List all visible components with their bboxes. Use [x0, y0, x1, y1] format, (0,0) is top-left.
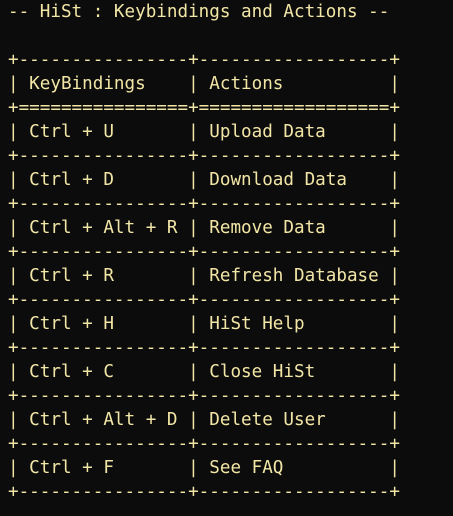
table-row-separator: +----------------+------------------+ [8, 146, 400, 166]
table-row-help: | Ctrl + H | HiSt Help | [8, 314, 400, 334]
table-row-separator: +----------------+------------------+ [8, 434, 400, 454]
table-row-refresh: | Ctrl + R | Refresh Database | [8, 266, 400, 286]
table-row-separator: +----------------+------------------+ [8, 194, 400, 214]
table-row-faq: | Ctrl + F | See FAQ | [8, 458, 400, 478]
table-row-separator: +----------------+------------------+ [8, 242, 400, 262]
table-row-download: | Ctrl + D | Download Data | [8, 170, 400, 190]
table-row-upload: | Ctrl + U | Upload Data | [8, 122, 400, 142]
table-border-top: +----------------+------------------+ [8, 50, 400, 70]
table-row-separator: +----------------+------------------+ [8, 338, 400, 358]
table-row-close: | Ctrl + C | Close HiSt | [8, 362, 400, 382]
blank-line [8, 24, 400, 48]
terminal-output: -- HiSt : Keybindings and Actions -- +---… [8, 0, 400, 504]
table-row-separator: +----------------+------------------+ [8, 290, 400, 310]
title-line: -- HiSt : Keybindings and Actions -- [8, 2, 390, 22]
table-row-separator: +----------------+------------------+ [8, 386, 400, 406]
table-header-row: | KeyBindings | Actions | [8, 74, 400, 94]
table-border-bottom: +----------------+------------------+ [8, 482, 400, 502]
table-header-separator: +================+==================+ [8, 98, 400, 118]
table-row-delete-user: | Ctrl + Alt + D | Delete User | [8, 410, 400, 430]
table-row-remove: | Ctrl + Alt + R | Remove Data | [8, 218, 400, 238]
